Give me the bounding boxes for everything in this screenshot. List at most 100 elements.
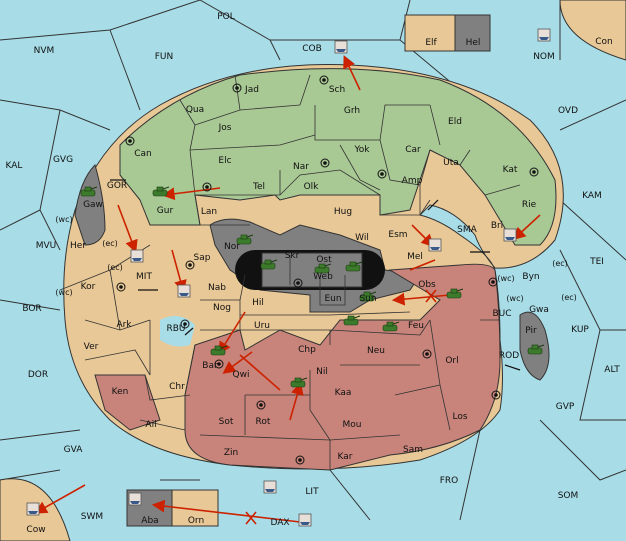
province-gaw [74,164,106,246]
sea-label-con: Con [595,37,613,47]
supply-center-icon [320,158,330,168]
province-label-tel: Tel [252,182,265,192]
fleet-icon[interactable] [428,238,442,252]
province-ken [94,374,161,431]
sea-label-bor: BOR [22,304,41,314]
army-icon[interactable] [359,291,377,302]
fleet-icon[interactable] [263,480,277,494]
province-label-eld: Eld [448,117,462,127]
sea-label-kal: KAL [6,161,23,171]
supply-center-icon [529,167,539,177]
province-label-rot: Rot [256,417,271,427]
army-icon[interactable] [343,315,361,326]
province-label-skr: Skr [285,251,300,261]
army-icon[interactable] [382,321,400,332]
fleet-icon[interactable] [128,492,142,506]
sea-label-gva: GVA [64,445,84,455]
province-borders [59,74,521,470]
province-label-lan: Lan [201,207,217,217]
province-label-bar: Bar [202,361,218,371]
province-label-olk: Olk [304,182,320,192]
army-icon[interactable] [527,344,545,355]
province-label-pir: Pir [525,326,537,336]
province-label-car: Car [405,145,421,155]
link-arrows [110,179,521,371]
red-region [184,263,501,471]
province-label-can: Can [134,149,152,159]
supply-center-icon [116,282,126,292]
province-label-chp: Chp [298,345,316,355]
province-label-sam: Sam [403,445,423,455]
sea-label-fun: FUN [155,52,174,62]
army-icon[interactable] [152,186,170,197]
sea-label-swm: SWM [81,512,103,522]
supply-center-icon [488,277,498,287]
fleet-icon[interactable] [177,284,191,298]
army-icon[interactable] [210,345,228,356]
army-icon[interactable] [290,377,308,388]
province-label-web: Web [313,272,333,282]
province-label-nog: Nog [213,303,231,313]
sea-label-nvm: NVM [34,46,55,56]
army-icon[interactable] [314,263,332,274]
fleet-icon[interactable] [26,502,40,516]
coast-label: (wc) [506,294,523,303]
province-label-sot: Sot [219,417,234,427]
province-label-nar: Nar [293,162,309,172]
supply-center-icon [256,400,266,410]
labels: POLNVMFUNCOBNOMConOVDKALGVGKAMTEIMVUBORD… [6,12,621,535]
fleet-icon[interactable] [334,40,348,54]
province-label-grh: Grh [344,106,360,116]
supply-center-icon [491,390,501,400]
sea-label-alt: ALT [604,365,620,375]
province-label-nil: Nil [316,367,328,377]
sea-label-gvp: GVP [556,402,575,412]
sea-label-lit: LIT [305,487,319,497]
sea-label-fro: FRO [440,476,459,486]
army-icon[interactable] [80,186,98,197]
army-icon[interactable] [260,259,278,270]
province-label-obs: Obs [418,280,436,290]
sea-label-kup: KUP [571,325,589,335]
fleet-icon[interactable] [537,28,551,42]
province-label-amp: Amp [402,176,423,186]
sea-label-mvu: MVU [36,241,57,251]
fleet-icon[interactable] [503,228,517,242]
army-icon[interactable] [236,234,254,245]
province-label-jos: Jos [218,123,232,133]
province-label-sap: Sap [194,253,211,263]
province-label-sch: Sch [329,85,345,95]
province-label-her: Her [70,241,86,251]
coast-label: (ec) [107,263,123,272]
fleet-icon[interactable] [298,513,312,527]
sea-label-gor: GOR [107,181,127,191]
province-label-mel: Mel [407,252,423,262]
province-label-gwa: Gwa [529,305,549,315]
sea-label-ovd: OVD [558,106,578,116]
fleet-icon[interactable] [130,249,144,263]
supply-center-icon [125,136,135,146]
supply-center-icon [214,359,224,369]
supply-center-icon [377,169,387,179]
supply-centers [116,75,539,465]
sea-label-dax: DAX [270,518,289,528]
province-label-chr: Chr [169,382,185,392]
province-label-kar: Kar [338,452,353,462]
province-label-rie: Rie [522,200,537,210]
province-label-ark: Ark [116,320,132,330]
province-label-zin: Zin [224,448,238,458]
coast-label: (ec) [561,293,577,302]
province-label-qua: Qua [186,105,204,115]
sea-label-som: SOM [558,491,579,501]
army-icon[interactable] [446,288,464,299]
province-label-nor: Nor [224,242,240,252]
sea-label-pol: POL [217,12,235,22]
province-label-gaw: Gaw [83,200,103,210]
supply-center-icon [232,83,242,93]
army-icon[interactable] [345,261,363,272]
province-label-nab: Nab [208,283,226,293]
coast-label: (wc) [55,288,72,297]
sea-label-mit: MIT [136,272,152,282]
